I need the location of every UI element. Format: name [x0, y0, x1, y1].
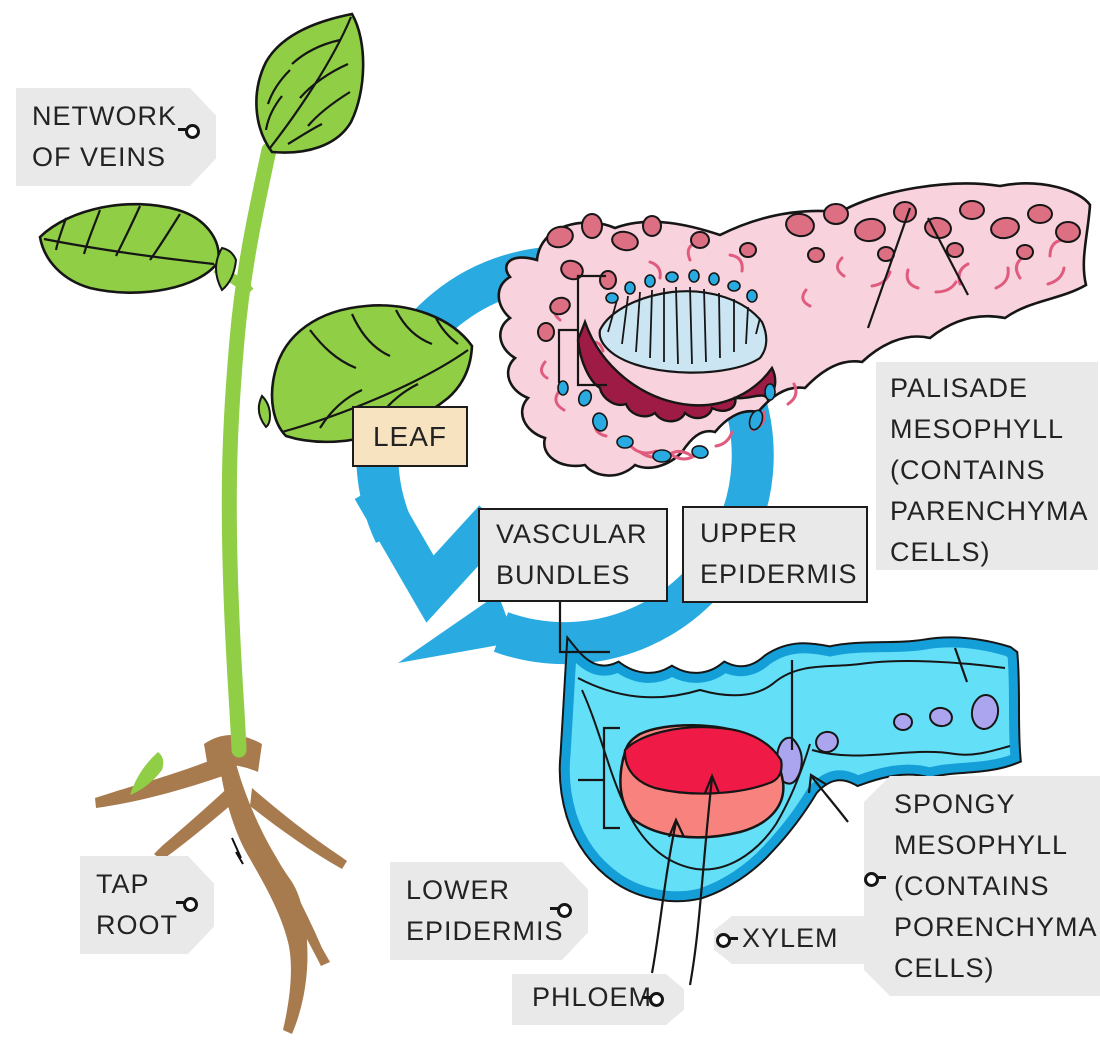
tag-ring-icon	[642, 992, 664, 1007]
tag-ring-icon	[178, 124, 200, 139]
arrowhead-check	[354, 478, 509, 623]
main-tap-root	[218, 748, 308, 1034]
leader-vascular-bundles	[558, 597, 610, 654]
tag-line: SPONGY	[894, 789, 1016, 819]
bracket-phloem-pink	[557, 328, 578, 383]
tag-line: ROOT	[96, 910, 178, 940]
label-line: CELLS)	[890, 537, 991, 567]
label-line: MESOPHYLL	[890, 414, 1065, 444]
tag-line: (CONTAINS	[894, 871, 1050, 901]
leader-tick	[953, 647, 969, 683]
tag-line: CELLS)	[894, 953, 995, 983]
left-leaf	[38, 202, 254, 296]
vascular-bundle-cross-section	[497, 182, 1092, 477]
spongy-cells	[775, 694, 1000, 785]
tag-line: OF VEINS	[32, 142, 167, 172]
tag-line: TAP	[96, 869, 150, 899]
label-line: PARENCHYMA	[890, 496, 1089, 526]
tag-network-of-veins: NETWORK OF VEINS	[16, 88, 216, 186]
stem-base-shoot	[130, 752, 164, 795]
tag-line: EPIDERMIS	[406, 916, 564, 946]
vascular-bundles-label-box: VASCULAR BUNDLES	[478, 508, 668, 602]
label-line: UPPER	[700, 518, 799, 548]
leaf-bud	[215, 246, 238, 292]
tissue-squiggles	[540, 238, 1066, 461]
leaf-label: LEAF	[372, 421, 448, 452]
xylem-region	[623, 726, 783, 795]
tag-phloem: PHLOEM	[512, 974, 684, 1025]
xylem-fan	[598, 286, 768, 374]
tag-line: PORENCHYMA	[894, 912, 1098, 942]
tag-spongy-mesophyll: SPONGY MESOPHYLL (CONTAINS PORENCHYMA CE…	[864, 776, 1100, 996]
tag-line: MESOPHYLL	[894, 830, 1069, 860]
tag-ring-icon	[176, 897, 198, 912]
leader-palisade-1	[866, 207, 912, 329]
leader-lines	[557, 207, 969, 986]
tag-xylem: XYLEM	[714, 916, 876, 964]
tag-ring-icon	[864, 872, 886, 887]
pink-cells	[537, 200, 1081, 342]
tag-line: PHLOEM	[532, 982, 653, 1012]
epidermis-contours	[577, 660, 1011, 871]
tag-line: LOWER	[406, 875, 511, 905]
tag-line: XYLEM	[742, 923, 839, 953]
leader-palisade-2	[927, 217, 969, 296]
label-line: PALISADE	[890, 373, 1029, 403]
label-line: BUNDLES	[496, 560, 631, 590]
palisade-mesophyll-label: PALISADE MESOPHYLL (CONTAINS PARENCHYMA …	[876, 362, 1098, 570]
top-leaf	[255, 12, 365, 154]
arrow-phloem	[650, 817, 685, 974]
tag-ring-icon	[550, 903, 572, 918]
stem-spike	[257, 394, 272, 429]
tag-lower-epidermis: LOWER EPIDERMIS	[390, 862, 588, 960]
arrow-spongy	[807, 773, 849, 823]
tag-line: NETWORK	[32, 101, 177, 131]
arrow-xylem	[688, 773, 721, 986]
label-line: (CONTAINS	[890, 455, 1046, 485]
cyan-dots	[557, 269, 776, 463]
leaf-label-box: LEAF	[352, 406, 468, 467]
bracket-bean	[578, 726, 620, 830]
phloem-crescent	[576, 318, 777, 423]
label-line: EPIDERMIS	[700, 559, 858, 589]
label-line: VASCULAR	[496, 519, 648, 549]
upper-epidermis-label-box: UPPER EPIDERMIS	[682, 506, 868, 603]
leaf-cross-section	[558, 634, 1022, 903]
vascular-bundle-bean	[619, 724, 785, 839]
tag-ring-icon	[716, 933, 738, 948]
stem	[221, 142, 277, 758]
